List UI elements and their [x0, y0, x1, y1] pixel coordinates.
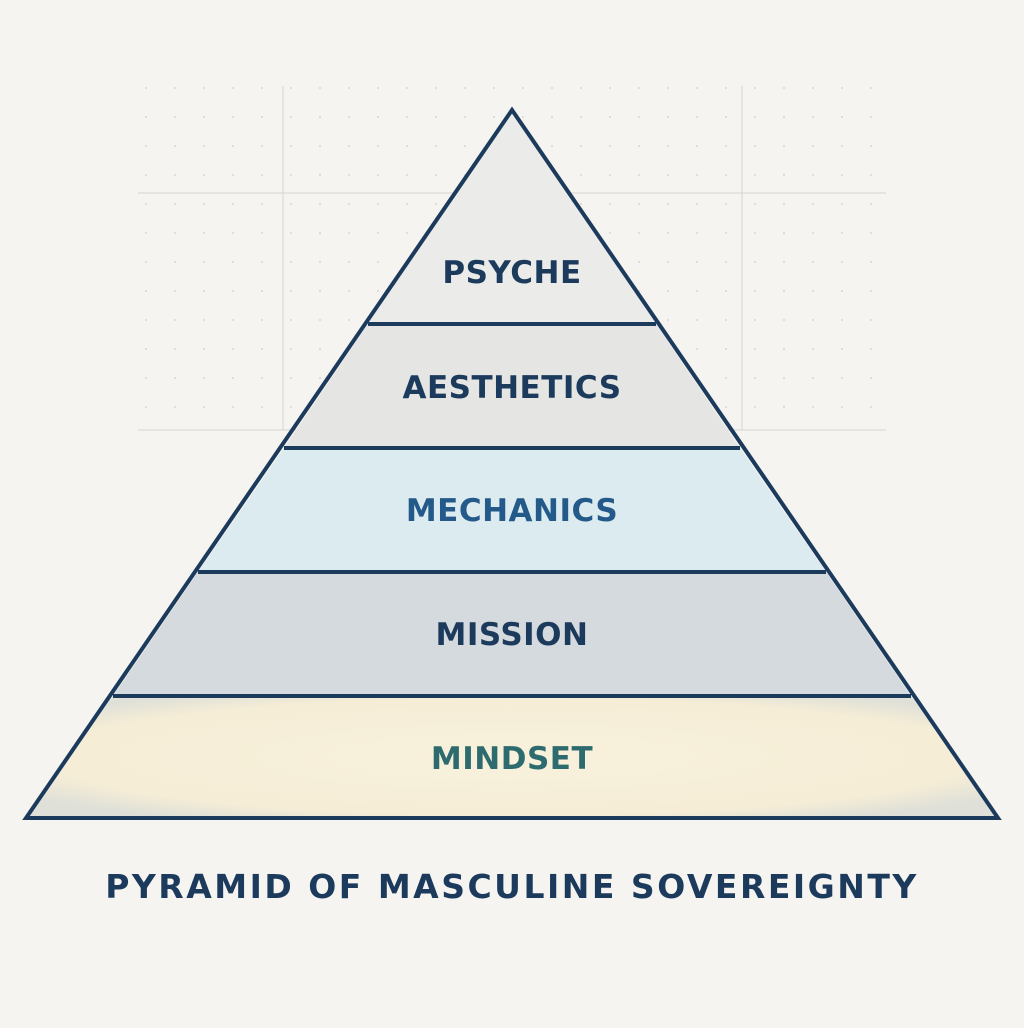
tier-mindset	[26, 696, 998, 818]
tier-label-mechanics: MECHANICS	[405, 493, 619, 529]
tier-psyche	[368, 110, 656, 324]
tier-label-mindset: MINDSET	[430, 741, 594, 777]
tier-mechanics	[198, 448, 826, 572]
diagram-title: PYRAMID OF MASCULINE SOVEREIGNTY	[105, 867, 919, 906]
tier-label-mission: MISSION	[435, 617, 589, 653]
tier-mission	[113, 572, 911, 696]
pyramid-outline	[22, 106, 1002, 820]
tier-aesthetics	[284, 324, 740, 448]
tier-label-psyche: PSYCHE	[442, 255, 582, 291]
tier-dividers	[113, 322, 911, 698]
tier-label-aesthetics: AESTHETICS	[402, 370, 622, 406]
